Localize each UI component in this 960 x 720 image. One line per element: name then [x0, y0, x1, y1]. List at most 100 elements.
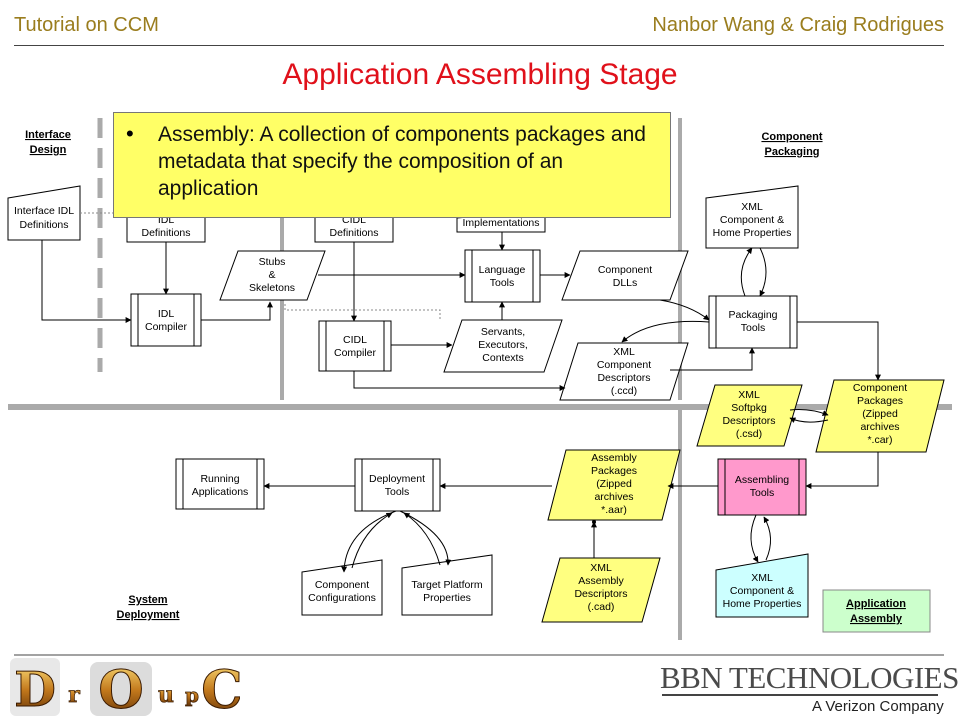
- arrow-comppkg-to-softpkg: [789, 417, 829, 424]
- svg-text:archives: archives: [860, 421, 899, 433]
- svg-text:Executors,: Executors,: [478, 339, 528, 351]
- doc-logo: D r O u p C: [10, 658, 240, 718]
- dotted-stubs-to-servants: [284, 304, 441, 320]
- stubs-shape: [219, 250, 326, 301]
- arrow-assembling-to-props: [750, 514, 759, 563]
- svg-text:XML: XML: [590, 562, 612, 574]
- xml-softpkg-shape: [696, 384, 803, 447]
- svg-text:Component: Component: [597, 359, 651, 371]
- arrow-softpkg-to-comppkg: [789, 409, 829, 416]
- svg-text:Tools: Tools: [490, 277, 515, 289]
- arrow-xmldesc-to-packaging: [670, 347, 755, 371]
- svg-text:Configurations: Configurations: [308, 592, 376, 604]
- assembly-packages-shape: [547, 449, 681, 521]
- target-platform-shape: [401, 554, 493, 616]
- svg-text:Definitions: Definitions: [141, 227, 190, 239]
- arrow-packaging-to-comppkg: [797, 321, 881, 381]
- language-tools-shape: [464, 249, 541, 303]
- svg-text:(Zipped: (Zipped: [596, 478, 632, 490]
- svg-text:Assembly: Assembly: [591, 452, 637, 464]
- svg-text:archives: archives: [594, 491, 633, 503]
- svg-text:DLLs: DLLs: [613, 277, 638, 289]
- svg-text:Packages: Packages: [857, 395, 903, 407]
- application-assembly-box: [822, 589, 931, 633]
- xml-assembly-desc-shape: [541, 557, 661, 623]
- svg-text:Component &: Component &: [730, 585, 794, 597]
- svg-text:Softpkg: Softpkg: [731, 402, 767, 414]
- arrow-idlc-to-stubs: [201, 301, 273, 321]
- verizon-tagline: A Verizon Company: [812, 698, 944, 715]
- svg-text:Definitions: Definitions: [19, 219, 68, 231]
- assembling-tools-shape: [717, 458, 807, 516]
- packaging-tools-shape: [708, 295, 798, 349]
- svg-text:IDL: IDL: [158, 308, 175, 320]
- node-interface-idl: Interface IDL Definitions: [14, 205, 74, 231]
- idl-compiler-shape: [130, 293, 202, 347]
- comp-configs-shape: [301, 559, 383, 616]
- svg-text:Language: Language: [479, 264, 526, 276]
- svg-text:Skeletons: Skeletons: [249, 282, 295, 294]
- arrow-comppkg-to-assembling: [805, 452, 879, 489]
- arrow-interface-to-idlc: [41, 240, 132, 323]
- svg-text:Compiler: Compiler: [334, 347, 377, 359]
- svg-text:(.csd): (.csd): [736, 428, 762, 440]
- comp-packages-shape: [815, 379, 945, 453]
- header-left: Tutorial on CCM: [14, 14, 159, 36]
- svg-text:Interface IDL: Interface IDL: [14, 205, 74, 217]
- cidl-compiler-shape: [318, 320, 392, 372]
- arrow-deploy-to-target: [399, 510, 452, 566]
- svg-text:Contexts: Contexts: [482, 352, 523, 364]
- section-application-assembly-1: Application: [846, 598, 906, 610]
- svg-text:Running: Running: [200, 473, 239, 485]
- component-dlls-shape: [561, 250, 689, 301]
- callout-bullet: •: [126, 121, 134, 146]
- svg-text:XML: XML: [741, 201, 763, 213]
- xml-comp-desc-shape: [559, 342, 689, 401]
- svg-text:Definitions: Definitions: [329, 227, 378, 239]
- svg-text:(.ccd): (.ccd): [611, 385, 637, 397]
- section-application-assembly-2: Assembly: [850, 613, 903, 625]
- node-impl: Implementations: [462, 217, 539, 229]
- header-rule: [14, 45, 944, 46]
- svg-text:Assembly: Assembly: [578, 575, 624, 587]
- svg-text:Servants,: Servants,: [481, 326, 525, 338]
- svg-text:XML: XML: [751, 572, 773, 584]
- section-interface-design-2: Design: [30, 144, 67, 156]
- node-stubs: Stubs&Skeletons: [249, 256, 295, 294]
- svg-text:Target Platform: Target Platform: [411, 579, 482, 591]
- svg-text:Descriptors: Descriptors: [597, 372, 650, 384]
- arrow-dlls-to-packaging: [659, 299, 710, 321]
- svg-text:Packaging: Packaging: [728, 309, 777, 321]
- svg-text:Home Properties: Home Properties: [713, 227, 792, 239]
- svg-text:*.car): *.car): [867, 434, 892, 446]
- svg-text:Packages: Packages: [591, 465, 637, 477]
- svg-text:Tools: Tools: [750, 487, 775, 499]
- interface-idl-shape: [7, 185, 81, 241]
- svg-text:XML: XML: [613, 346, 635, 358]
- section-system-deployment-2: Deployment: [117, 609, 180, 621]
- svg-text:Stubs: Stubs: [259, 256, 286, 268]
- callout-text: Assembly: A collection of components pac…: [158, 123, 646, 200]
- svg-text:Assembling: Assembling: [735, 474, 789, 486]
- node-servants: Servants,Executors,Contexts: [478, 326, 528, 364]
- svg-text:XML: XML: [738, 389, 760, 401]
- header-right: Nanbor Wang & Craig Rodrigues: [652, 14, 944, 36]
- svg-text:Implementations: Implementations: [462, 217, 539, 229]
- svg-text:(.cad): (.cad): [588, 601, 615, 613]
- svg-text:Component &: Component &: [720, 214, 784, 226]
